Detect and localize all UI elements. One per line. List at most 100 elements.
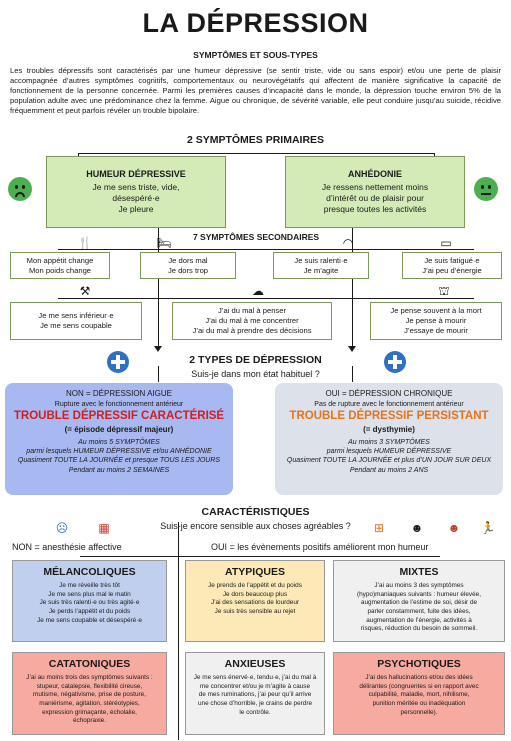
feature-line: Je suis très ralenti·e ou très agité·e (39, 599, 140, 607)
feature-line: Je prends de l’appétit et du poids (208, 582, 302, 590)
primary-heading: 2 SYMPTÔMES PRIMAIRES (186, 134, 325, 146)
primary-symptom-line: d’intérêt ou de plaisir pour (326, 193, 424, 204)
feature-line: personnelle). (400, 708, 438, 716)
connector-line (80, 556, 440, 557)
type-chronic-depression: OUI = DÉPRESSION CHRONIQUE Pas de ruptur… (275, 383, 503, 495)
secondary-symptom-appetite: Mon appétit change Mon poids change (10, 252, 110, 279)
type-criteria: parmi lesquels HUMEUR DÉPRESSIVE (326, 447, 452, 455)
secondary-heading: 7 SYMPTÔMES SECONDAIRES (192, 232, 320, 242)
primary-symptom-line: Je pleure (118, 204, 154, 215)
neutral-face-icon (474, 177, 498, 201)
feature-line: Je me réveille très tôt (59, 582, 120, 590)
secondary-symptom-concentration: J’ai du mal à penser J’ai du mal à me co… (172, 302, 332, 340)
mood-face-icon: ☻ (410, 521, 424, 535)
secondary-line: Je pense à mourir (405, 316, 467, 326)
features-heading: CARACTÉRISTIQUES (201, 506, 310, 518)
secondary-symptom-guilt: Je me sens inférieur·e Je me sens coupab… (10, 302, 142, 340)
primary-symptom-line: Je ressens nettement moins (321, 182, 429, 193)
bed-icon: 🛏 (156, 236, 172, 250)
plus-icon (384, 351, 406, 373)
intro-paragraph: Les troubles dépressifs sont caractérisé… (10, 66, 501, 116)
shopping-bag-icon: ⊞ (373, 521, 385, 535)
primary-symptom-line: Je me sens triste, vide, (92, 182, 180, 193)
feature-title: ATYPIQUES (225, 566, 285, 578)
secondary-line: J’essaye de mourir (404, 325, 468, 335)
type-rupture: Pas de rupture avec le fonctionnement an… (314, 400, 464, 408)
types-heading: 2 TYPES DE DÉPRESSION (189, 354, 322, 366)
type-head: NON = DÉPRESSION AIGUE (65, 389, 173, 398)
type-rupture: Rupture avec le fonctionnement antérieur (54, 400, 184, 408)
feature-line: stupeur, catalepsie, flexibilité cireuse… (36, 682, 143, 690)
feature-line: Je me sens énervé·e, tendu·e, j’ai du ma… (193, 674, 317, 682)
type-name: TROUBLE DÉPRESSIF PERSISTANT (289, 410, 489, 423)
feature-line: Je me sens plus mal le matin (48, 590, 131, 598)
feature-anxious: ANXIEUSES Je me sens énervé·e, tendu·e, … (185, 652, 325, 735)
feature-line: maniérisme, agitation, stéréotypies, (39, 700, 140, 708)
secondary-line: J’ai du mal à penser (218, 306, 286, 316)
type-criteria: Quasiment TOUTE LA JOURNÉE et plus d’UN … (286, 457, 492, 465)
flow-line (352, 228, 353, 348)
type-criteria: Au moins 5 SYMPTÔMES (78, 438, 160, 446)
types-question: Suis-je dans mon état habituel ? (191, 369, 320, 379)
feature-line: de mes ruminations, j’ai peur qu’il arri… (198, 691, 312, 699)
connector-line (78, 153, 434, 154)
feature-title: PSYCHOTIQUES (377, 658, 461, 670)
speedometer-icon: ◠ (342, 236, 354, 250)
secondary-symptom-sleep: Je dors mal Je dors trop (140, 252, 236, 279)
feature-catatonic: CATATONIQUES J’ai au moins trois des sym… (12, 652, 167, 735)
secondary-line: Je me sens coupable (40, 321, 112, 330)
feature-line: culpabilité, maladie, mort, nihilisme, (368, 691, 470, 699)
secondary-line: Je dors mal (168, 255, 208, 265)
feature-line: J’ai des hallucinations et/ou des idées (365, 674, 473, 682)
feature-title: MÉLANCOLIQUES (43, 566, 136, 578)
primary-symptom-line: désespéré·e (112, 193, 160, 204)
secondary-line: Mon appétit change (26, 255, 94, 265)
type-head: OUI = DÉPRESSION CHRONIQUE (325, 389, 453, 398)
devil-face-icon: ☻ (447, 521, 461, 535)
type-equivalent: (= épisode dépressif majeur) (64, 424, 174, 434)
flow-line (158, 366, 159, 382)
sad-face-icon (8, 177, 32, 201)
secondary-line: Je me sens inférieur·e (38, 311, 114, 321)
flow-line (178, 522, 179, 740)
connector-line (58, 298, 474, 299)
page-title: LA DÉPRESSION (142, 8, 369, 38)
primary-symptom-title: ANHÉDONIE (347, 168, 402, 179)
feature-line: J’ai au moins 3 des symptômes (374, 582, 464, 590)
secondary-line: Je suis fatigué·e (424, 255, 480, 265)
secondary-line: J’ai peu d’énergie (422, 265, 482, 275)
feature-atypical: ATYPIQUES Je prends de l’appétit et du p… (185, 560, 325, 642)
feature-line: J’ai des sensations de lourdeur (210, 599, 300, 607)
feature-line: augmentation de l’estime de soi, désir d… (360, 599, 478, 607)
feature-line: J’ai au moins trois des symptômes suivan… (26, 674, 153, 682)
flow-line (352, 366, 353, 382)
feature-line: une chose d’horrible, je crains de perdr… (197, 700, 313, 708)
feature-line: Je suis très sensible au rejet (214, 608, 296, 616)
secondary-line: J’ai du mal à me concentrer (205, 316, 299, 326)
type-acute-depression: NON = DÉPRESSION AIGUE Rupture avec le f… (5, 383, 233, 495)
type-name: TROUBLE DÉPRESSIF CARACTÉRISÉ (13, 410, 225, 423)
secondary-line: Je dors trop (167, 265, 209, 275)
feature-line: punition méritée ou inadéquation (372, 700, 466, 708)
primary-symptom-anhedonia: ANHÉDONIE Je ressens nettement moins d’i… (285, 156, 465, 228)
type-criteria: Au moins 3 SYMPTÔMES (348, 438, 430, 446)
feature-title: CATATONIQUES (48, 658, 131, 670)
type-criteria: parmi lesquels HUMEUR DÉPRESSIVE et/ou A… (26, 447, 212, 455)
page-subtitle: SYMPTÔMES ET SOUS-TYPES (193, 50, 318, 60)
features-left-label: NON = anesthésie affective (12, 542, 122, 552)
feature-title: MIXTES (399, 566, 439, 578)
secondary-line: Je m’agite (303, 265, 339, 275)
battery-low-icon: ▭ (440, 236, 452, 250)
arrow-down-icon (348, 346, 356, 352)
thought-cloud-icon: ☁ (252, 284, 264, 298)
gavel-icon: ⚒ (79, 284, 91, 298)
feature-line: échopraxie. (72, 717, 107, 725)
feature-psychotic: PSYCHOTIQUES J’ai des hallucinations et/… (333, 652, 505, 735)
type-equivalent: (= dysthymie) (363, 424, 415, 434)
secondary-line: Je suis ralenti·e (294, 255, 348, 265)
running-person-icon: 🏃 (480, 521, 496, 535)
feature-line: (hypo)maniaques suivants : humeur élevée… (357, 590, 481, 598)
arrow-down-icon (154, 346, 162, 352)
primary-symptom-line: presque toutes les activités (323, 204, 427, 215)
feature-line: Je me sens coupable et désespéré·e (37, 616, 142, 624)
